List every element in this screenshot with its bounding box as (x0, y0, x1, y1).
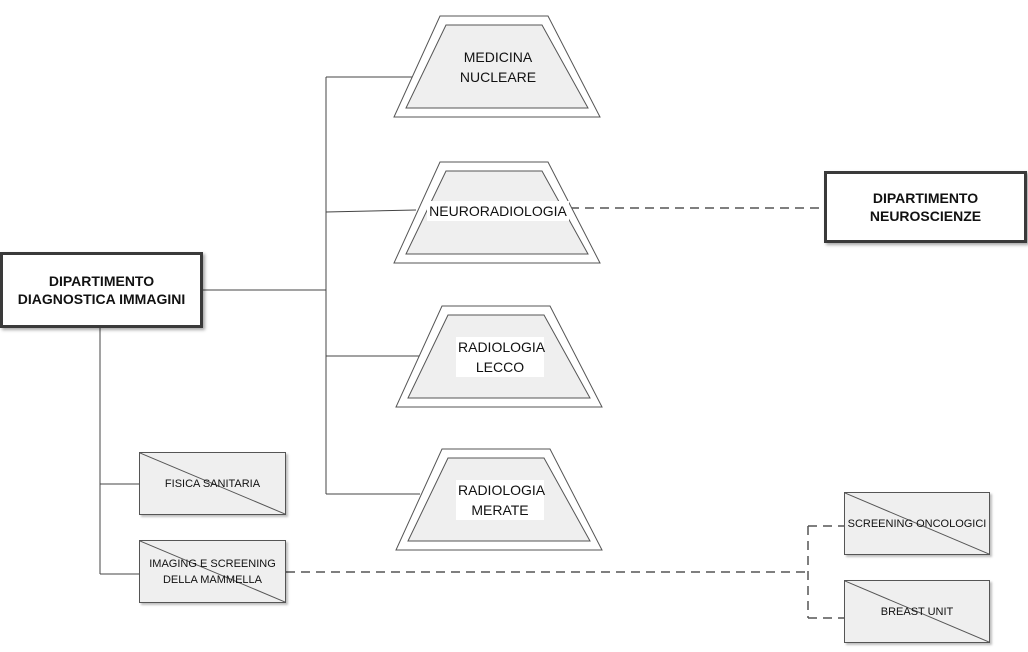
neuro-department-box: DIPARTIMENTO NEUROSCIENZE (824, 171, 1027, 243)
diagonal-line (140, 541, 285, 602)
trapezoid-label-neuroradiologia: NEURORADIOLOGIA (427, 201, 569, 221)
diagonal-line (140, 453, 285, 514)
trapezoid-medicina-nucleare (393, 15, 601, 118)
unit-fisica-sanitaria: FISICA SANITARIA (139, 452, 286, 515)
unit-screening-label: SCREENING ONCOLOGICI (847, 517, 987, 530)
unit-fisica-label: FISICA SANITARIA (164, 477, 261, 490)
unit-imaging-screening: IMAGING E SCREENING DELLA MAMMELLA (139, 540, 286, 603)
trapezoid-label-lecco: RADIOLOGIA LECCO (456, 337, 546, 377)
unit-imaging-label: IMAGING E SCREENING DELLA MAMMELLA (149, 557, 276, 586)
unit-breast-label: BREAST UNIT (880, 605, 954, 618)
unit-breast-unit: BREAST UNIT (844, 580, 990, 643)
diagonal-line (845, 581, 989, 642)
unit-screening-oncologici: SCREENING ONCOLOGICI (844, 492, 990, 555)
neuro-department-label: DIPARTIMENTO NEUROSCIENZE (869, 190, 982, 224)
diagonal-line (845, 493, 989, 554)
connector-neuroradiologia (325, 209, 417, 213)
trapezoid-label-medicina: MEDICINA NUCLEARE (459, 49, 537, 85)
trapezoid-label-merate: RADIOLOGIA MERATE (456, 480, 546, 520)
main-department-box: DIPARTIMENTO DIAGNOSTICA IMMAGINI (0, 252, 203, 328)
main-department-label: DIPARTIMENTO DIAGNOSTICA IMMAGINI (17, 273, 186, 307)
